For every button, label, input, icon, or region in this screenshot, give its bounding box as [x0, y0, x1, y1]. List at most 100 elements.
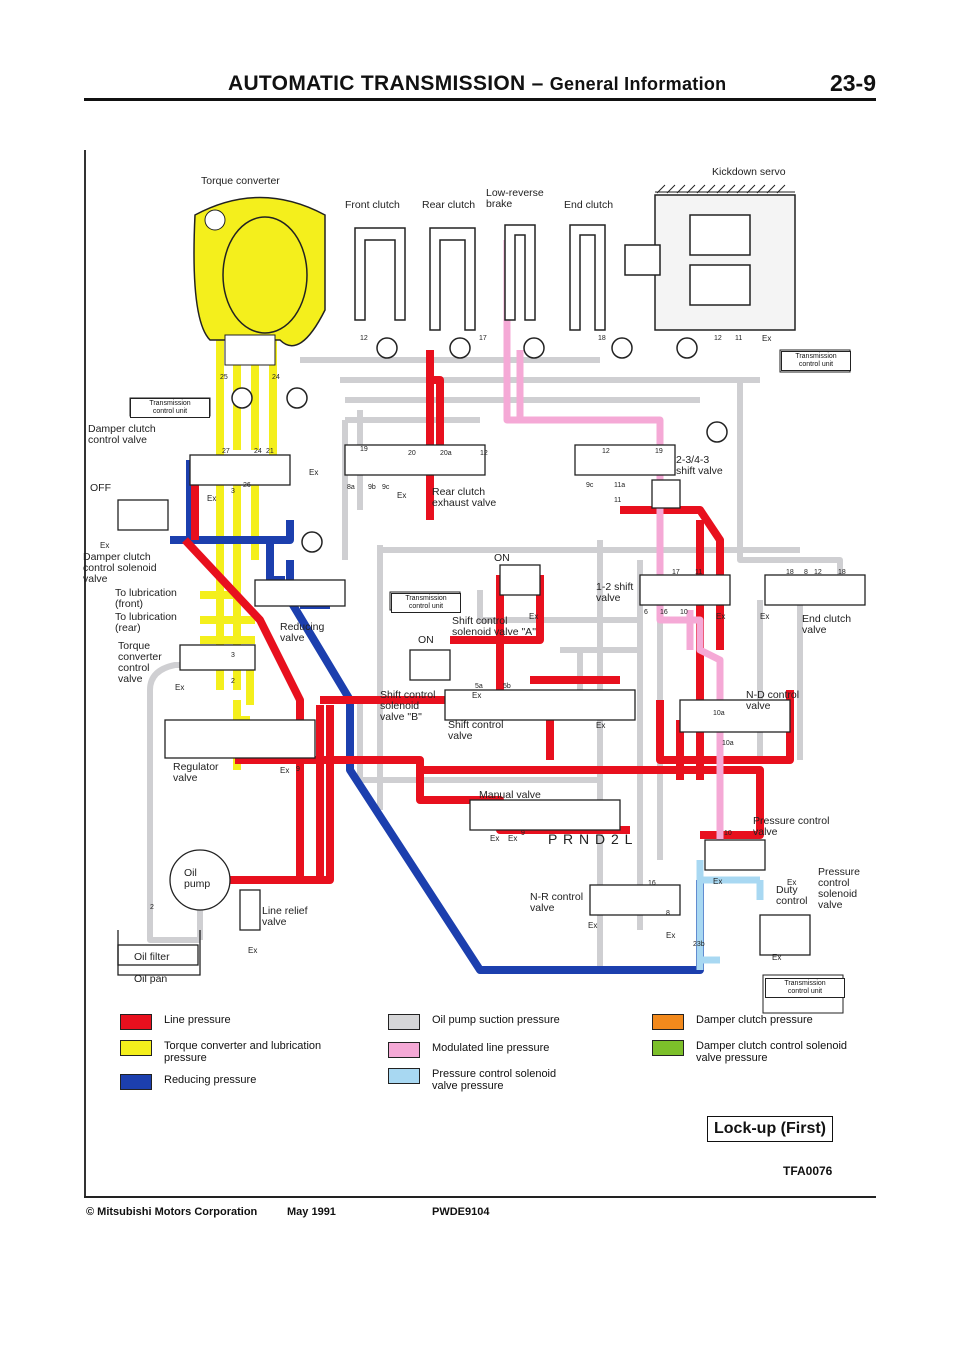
orifice	[376, 337, 398, 359]
figure-code: TFA0076	[783, 1164, 833, 1178]
label-shift-sol-b: Shift control solenoid valve "B"	[380, 689, 436, 723]
damper-solenoid-body	[117, 499, 169, 531]
label-ex: Ex	[716, 612, 726, 621]
label-ex: Ex	[772, 953, 782, 962]
end-clutch-valve-body	[764, 574, 866, 606]
legend-swatch	[652, 1014, 684, 1030]
tc-hub	[204, 209, 226, 231]
label-ex: Ex	[596, 721, 606, 730]
shift-control-valve-body	[444, 689, 636, 721]
header-rule	[84, 98, 876, 101]
port-number: 12	[360, 335, 368, 342]
port-number: 11	[735, 335, 743, 342]
rear-clutch	[429, 227, 476, 331]
port-number: 10	[724, 830, 732, 837]
label-nr-control-valve: N-R control valve	[530, 891, 584, 914]
label-oil-pump: Oil pump	[184, 867, 211, 890]
port-number: 8	[804, 569, 808, 576]
port-number: 10a	[722, 740, 734, 747]
port-number: 19	[655, 448, 663, 455]
manual-valve-body	[469, 799, 621, 831]
label-ex: Ex	[100, 541, 110, 550]
oil-pan-body	[117, 930, 201, 976]
nr-control-valve-body	[589, 884, 681, 916]
label-shift-control-valve: Shift control valve	[448, 719, 504, 742]
legend-item-pcs: Pressure control solenoid valve pressure	[388, 1068, 556, 1092]
end-clutch	[569, 224, 606, 331]
port-number: 16	[648, 880, 656, 887]
legend-swatch	[652, 1040, 684, 1056]
label-ex: Ex	[666, 931, 676, 940]
damper-clutch-control-valve-body	[189, 454, 291, 486]
label-lub-front: To lubrication (front)	[115, 587, 177, 610]
legend-item-suction: Oil pump suction pressure	[388, 1014, 560, 1030]
label-rear-clutch-exhaust: Rear clutch exhaust valve	[432, 486, 497, 509]
port-number: 8	[666, 910, 670, 917]
orifice	[301, 531, 323, 553]
port-number: 21	[266, 448, 274, 455]
frame-left-rule	[84, 150, 86, 1198]
oil-pump-body	[169, 849, 231, 911]
port-number: 9c	[586, 482, 594, 489]
label-oil-filter: Oil filter	[134, 951, 170, 963]
label-ex: Ex	[490, 834, 500, 843]
tcu-label-2: Transmission control unit	[781, 351, 851, 371]
pressure-control-solenoid-body	[759, 914, 811, 956]
nd-control-valve-body	[679, 699, 791, 733]
label-ex: Ex	[280, 766, 290, 775]
tcu-label-3: Transmission control unit	[391, 593, 461, 613]
orifices	[231, 337, 728, 553]
shift-12-valve-body	[639, 574, 731, 606]
port-number: 11a	[614, 482, 626, 489]
label-ex: Ex	[508, 834, 518, 843]
regulator-valve-body	[164, 719, 316, 759]
port-number: 24	[254, 448, 262, 455]
label-ex: Ex	[397, 491, 407, 500]
label-kickdown-servo: Kickdown servo	[712, 166, 786, 178]
port-number: 24	[272, 374, 280, 381]
low-reverse-brake	[504, 224, 536, 321]
footer-date: May 1991	[287, 1206, 336, 1218]
mode-label: Lock-up (First)	[707, 1116, 833, 1142]
legend-swatch	[388, 1068, 420, 1084]
reducing-valve-body	[254, 579, 346, 607]
label-nd-control-valve: N-D control valve	[746, 689, 800, 712]
page-number: 23-9	[829, 70, 876, 96]
valves	[117, 444, 866, 976]
clutches	[354, 194, 796, 331]
tcu-label-4: Transmission control unit	[765, 978, 845, 998]
port-number: 3	[231, 652, 235, 659]
label-lub-rear: To lubrication (rear)	[115, 611, 177, 634]
label-torque-converter: Torque converter	[201, 175, 280, 187]
port-number: 9	[521, 830, 525, 837]
port-number: 9c	[382, 484, 390, 491]
label-rear-clutch: Rear clutch	[422, 199, 476, 211]
port-number: 12	[602, 448, 610, 455]
label-off: OFF	[90, 482, 111, 494]
label-ex: Ex	[713, 877, 723, 886]
label-ex: Ex	[760, 612, 770, 621]
label-tc-control-valve: Torque converter control valve	[118, 640, 162, 685]
port-number: 5a	[475, 683, 483, 690]
rear-clutch-exhaust-valve-body	[344, 444, 486, 476]
port-number: 10	[680, 609, 688, 616]
port-number: 12	[480, 450, 488, 457]
label-on-b: ON	[418, 634, 434, 646]
suction-pressure-lines	[147, 357, 843, 970]
label-ex: Ex	[175, 683, 185, 692]
label-on-a: ON	[494, 552, 510, 564]
port-number: 17	[479, 335, 487, 342]
label-shift-sol-a: Shift control solenoid valve "A"	[452, 615, 536, 638]
label-ex: Ex	[207, 494, 217, 503]
label-ex: Ex	[529, 612, 539, 621]
port-number: 5b	[503, 683, 511, 690]
solenoid-a-body	[499, 564, 541, 596]
title-sub: General Information	[549, 74, 727, 94]
legend-swatch	[120, 1014, 152, 1030]
port-number: 2	[150, 904, 154, 911]
label-pressure-control-valve: Pressure control valve	[753, 815, 830, 838]
label-ex: Ex	[588, 921, 598, 930]
orifice	[676, 337, 698, 359]
port-number: 12	[814, 569, 822, 576]
